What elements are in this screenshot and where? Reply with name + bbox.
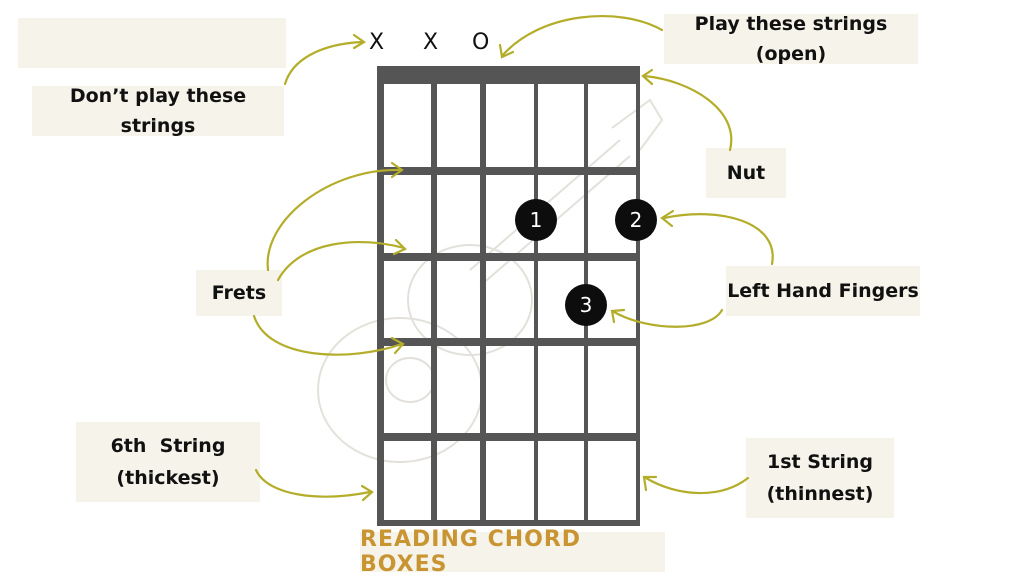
arrowhead-fingers-3 (610, 308, 626, 324)
label-sixth-string: 6th String (thickest) (76, 422, 260, 502)
arrows (252, 15, 774, 502)
string-marker-open-4: O (472, 30, 490, 55)
arrowhead-sixth-string (360, 484, 374, 502)
nut-bar (377, 66, 640, 84)
label-nut-text: Nut (726, 162, 766, 184)
string-marker-muted-6: X (369, 30, 385, 55)
label-left-hand-fingers-text: Left Hand Fingers (727, 280, 919, 302)
arrowhead-nut (641, 68, 654, 86)
arrow-fingers-3 (612, 308, 724, 328)
arrowhead-frets-2 (392, 238, 407, 256)
label-left-hand-fingers: Left Hand Fingers (726, 266, 920, 316)
arrow-play-open (500, 15, 664, 58)
arrow-first-string (644, 476, 750, 495)
finger-dot-3-number: 3 (579, 293, 593, 317)
arrow-frets-2 (276, 240, 406, 282)
arrow-frets-1 (266, 168, 402, 272)
string-3 (534, 84, 538, 526)
label-dont-play: Don’t play these strings (32, 85, 284, 137)
label-nut: Nut (706, 148, 786, 198)
string-4 (480, 84, 486, 526)
string-5 (431, 84, 437, 526)
arrowhead-play-open (498, 43, 515, 59)
string-marker-muted-5: X (423, 30, 439, 55)
fret-line-2 (377, 253, 640, 261)
arrow-nut (642, 74, 733, 152)
finger-dot-1-number: 1 (529, 208, 543, 232)
label-play-open-text: Play these strings (open) (694, 13, 888, 65)
label-frets-text: Frets (211, 282, 267, 304)
fret-line-4 (377, 433, 640, 441)
arrow-sixth-string (254, 468, 372, 498)
arrowhead-first-string (642, 475, 658, 492)
bottom-edge (377, 520, 640, 526)
arrowhead-frets-3 (390, 336, 405, 355)
label-dont-play-text: Don’t play these strings (69, 85, 247, 137)
arrowhead-fingers-2 (660, 209, 675, 228)
arrow-frets-3 (252, 314, 404, 356)
label-frets: Frets (196, 270, 282, 316)
finger-dot-1: 1 (515, 199, 557, 241)
arrow-fingers-2 (662, 213, 774, 266)
label-first-string-line1: 1st String (766, 451, 873, 473)
arrowhead-dont-play (352, 33, 367, 50)
finger-dot-2-number: 2 (629, 208, 643, 232)
label-sixth-string-line1: 6th String (110, 435, 226, 457)
footer-title: READING CHORD BOXES (360, 527, 665, 577)
footer-title-text: READING CHORD BOXES (360, 527, 582, 577)
finger-dot-2: 2 (615, 199, 657, 241)
label-sixth-string-line2: (thickest) (116, 467, 220, 489)
guitar-sketch-watermark (317, 98, 664, 463)
arrowhead-frets-1 (390, 161, 404, 179)
label-play-open: Play these strings (open) (664, 13, 918, 65)
fret-line-3 (377, 338, 640, 346)
label-first-string-line2: (thinnest) (766, 483, 874, 505)
string-1 (636, 66, 640, 526)
arrow-dont-play (283, 40, 364, 86)
string-6 (377, 66, 384, 526)
fret-line-1 (377, 167, 640, 175)
label-first-string: 1st String (thinnest) (746, 438, 894, 518)
placeholder-panel (18, 18, 286, 68)
finger-dot-3: 3 (565, 284, 607, 326)
